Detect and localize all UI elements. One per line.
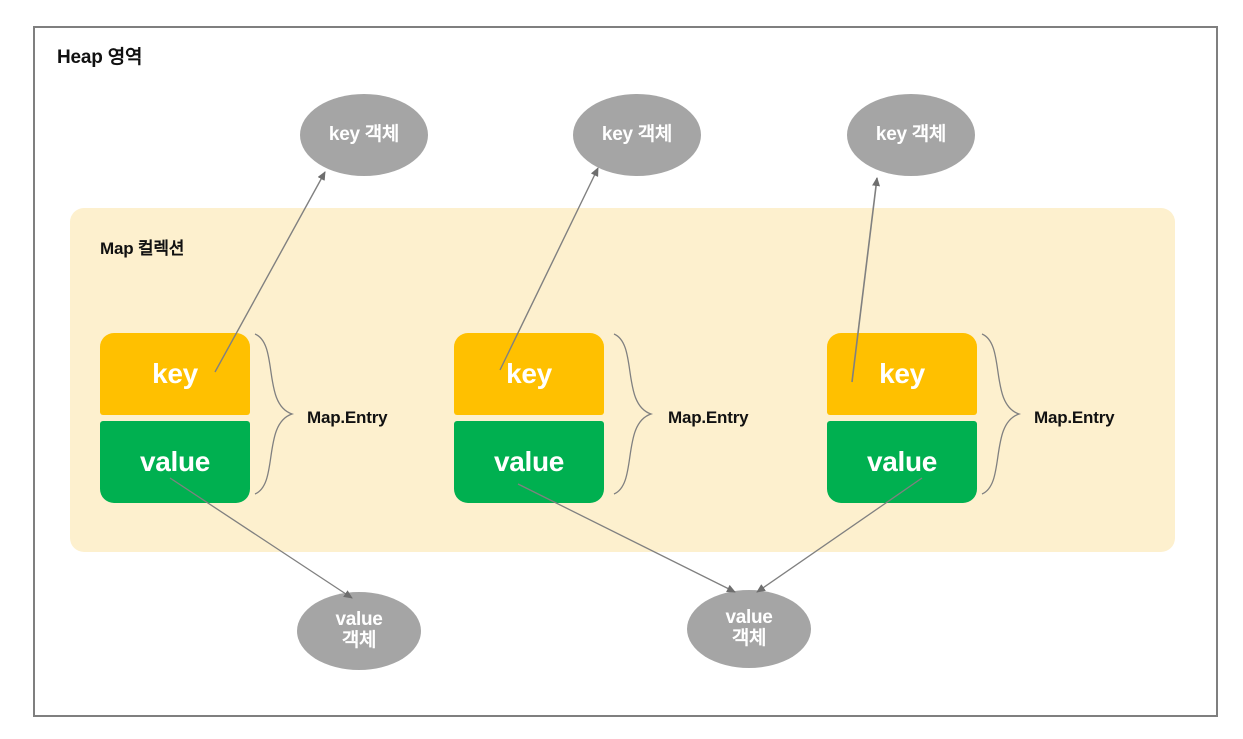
entry-2-key-box[interactable]: key xyxy=(454,333,604,415)
entry-3-value-box[interactable]: value xyxy=(827,421,977,503)
entry-1-value-box[interactable]: value xyxy=(100,421,250,503)
key-object-3-ellipse[interactable]: key 객체 xyxy=(847,94,975,176)
value-object-1-ellipse[interactable]: value 객체 xyxy=(297,592,421,670)
map-collection-title: Map 컬렉션 xyxy=(100,239,185,258)
entry-3-map-entry-label: Map.Entry xyxy=(1034,408,1115,427)
key-object-1-ellipse[interactable]: key 객체 xyxy=(300,94,428,176)
entry-2-map-entry-label: Map.Entry xyxy=(668,408,749,427)
entry-1-key-box[interactable]: key xyxy=(100,333,250,415)
key-object-1-label: key 객체 xyxy=(328,123,400,145)
value-object-2-label: value 객체 xyxy=(725,607,773,649)
key-object-2-label: key 객체 xyxy=(601,123,673,145)
value-object-1-label: value 객체 xyxy=(335,609,383,651)
entry-2-value-box[interactable]: value xyxy=(454,421,604,503)
value-object-2-ellipse[interactable]: value 객체 xyxy=(687,590,811,668)
entry-1-map-entry-label: Map.Entry xyxy=(307,408,388,427)
key-object-3-label: key 객체 xyxy=(875,123,947,145)
heap-region-title: Heap 영역 xyxy=(57,47,143,68)
key-object-2-ellipse[interactable]: key 객체 xyxy=(573,94,701,176)
entry-3-key-box[interactable]: key xyxy=(827,333,977,415)
